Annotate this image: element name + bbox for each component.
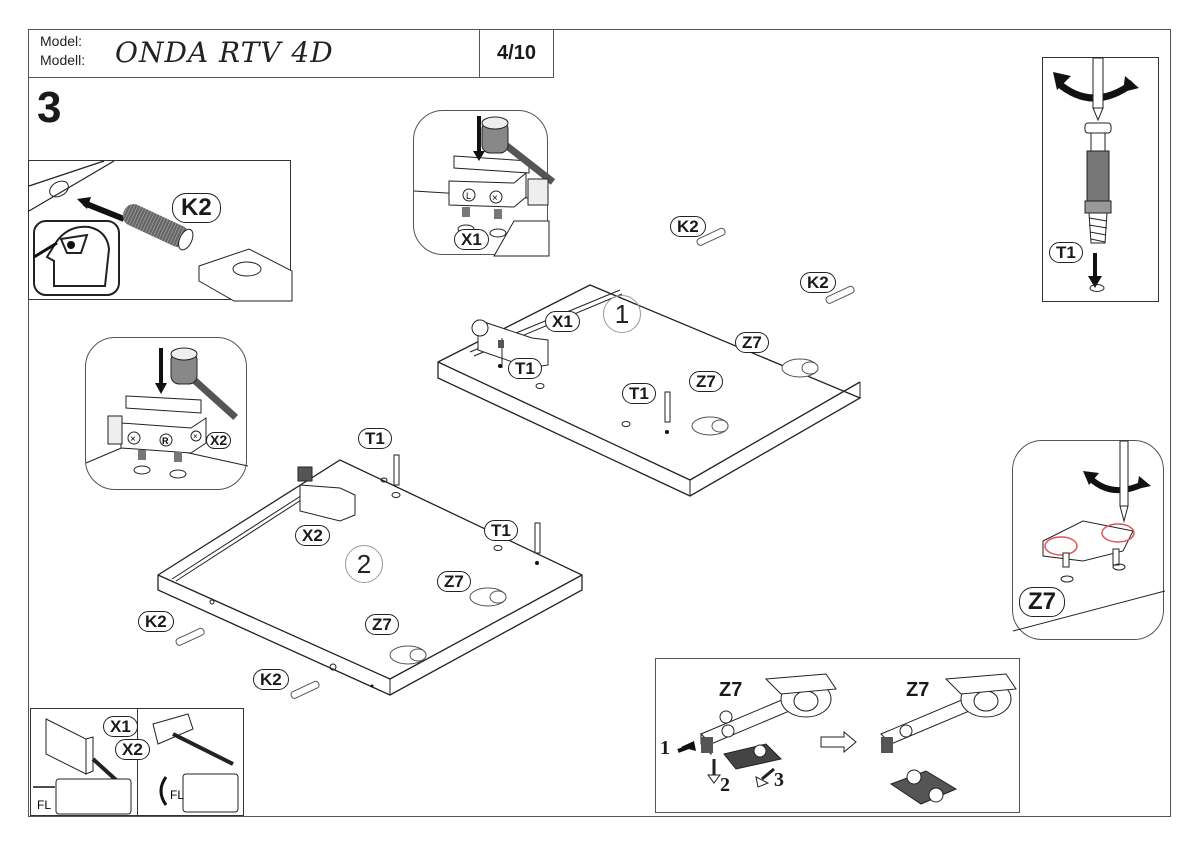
panel-number-2: 2 [345, 545, 383, 583]
dowel-icon [122, 204, 194, 251]
z7-detach-drawing [677, 673, 1017, 805]
dowel-icon [696, 227, 855, 304]
x1-hammer-drawing: L × [413, 116, 556, 257]
svg-text:FL: FL [37, 798, 51, 812]
model-name: ONDA RTV 4D [115, 36, 334, 69]
label-t1: T1 [622, 383, 656, 404]
cam-bolt-icon [1084, 122, 1112, 244]
cam-bolt-icon [664, 391, 671, 434]
panel-number-1: 1 [603, 295, 641, 333]
x2-adjust-drawing: FL [152, 713, 239, 813]
t1-screw-drawing [1053, 57, 1139, 292]
x1-adjust-drawing: FL [33, 718, 132, 815]
label-t1: T1 [358, 428, 392, 449]
hinge-icon [700, 673, 837, 770]
connector-x1-icon [471, 319, 549, 369]
hammer-icon [170, 347, 239, 421]
connector-x2-icon [297, 466, 356, 522]
z7-screw-inset: Z7 [1012, 440, 1166, 640]
svg-text:×: × [130, 434, 136, 445]
step-1-label: 1 [660, 737, 670, 759]
dowel-insert-drawing [28, 160, 293, 302]
label-x2: X2 [295, 525, 330, 546]
x2-hammer-drawing: × R × [85, 347, 249, 479]
label-t1: T1 [484, 520, 518, 541]
label-x2: X2 [115, 739, 150, 760]
label-k2: K2 [253, 669, 289, 690]
label-x1: X1 [103, 716, 138, 737]
label-k2: K2 [670, 216, 706, 237]
label-z7: Z7 [906, 679, 930, 701]
t1-screw-inset: T1 [1042, 57, 1159, 302]
label-t1: T1 [1049, 242, 1083, 263]
label-k2: K2 [800, 272, 836, 293]
label-x2: X2 [206, 432, 232, 449]
arrow-icon [82, 200, 126, 222]
hammer-icon [481, 116, 556, 185]
label-t1: T1 [508, 358, 542, 379]
page-frame [28, 29, 1171, 817]
page-number: 4/10 [479, 29, 554, 78]
x2-adjust-inset: FL [137, 708, 244, 816]
label-k2: K2 [138, 611, 174, 632]
svg-text:L: L [466, 191, 471, 201]
rotate-arrow-icon [1088, 476, 1147, 493]
label-z7: Z7 [365, 614, 399, 635]
hinge-plate-icon [691, 358, 819, 436]
rotate-arrow-icon [159, 776, 168, 806]
label-z7: Z7 [437, 571, 471, 592]
svg-text:FL: FL [170, 788, 184, 802]
mounting-plate-icon [889, 769, 958, 805]
cam-bolt-icon [391, 454, 541, 565]
step-2-label: 2 [720, 774, 730, 796]
svg-text:×: × [193, 432, 198, 441]
label-z7: Z7 [689, 371, 723, 392]
hinge-icon [880, 673, 1017, 753]
step-3-label: 3 [774, 769, 784, 791]
x1-hammer-inset: L × X1 [413, 110, 556, 257]
model-label-en: Model: [40, 33, 83, 49]
svg-text:R: R [162, 436, 169, 446]
step-number: 3 [37, 83, 62, 132]
label-k2: K2 [172, 193, 221, 223]
label-x1: X1 [454, 229, 489, 250]
x2-hammer-inset: × R × X2 [85, 337, 249, 490]
label-z7: Z7 [735, 332, 769, 353]
z7-detach-inset: Z7 Z7 1 2 3 [655, 658, 1020, 813]
arrow-right-icon [820, 730, 857, 754]
z7-screw-drawing [1012, 440, 1166, 632]
label-z7: Z7 [1019, 587, 1066, 617]
hinge-plate-icon [1042, 520, 1135, 568]
label-z7: Z7 [719, 679, 743, 701]
hinge-plate-icon [389, 587, 507, 665]
svg-text:×: × [492, 193, 498, 204]
dowel-icon [175, 627, 320, 699]
model-label-de: Modell: [40, 52, 86, 68]
dowel-insert-inset: K2 [28, 160, 293, 302]
label-x1: X1 [545, 311, 580, 332]
